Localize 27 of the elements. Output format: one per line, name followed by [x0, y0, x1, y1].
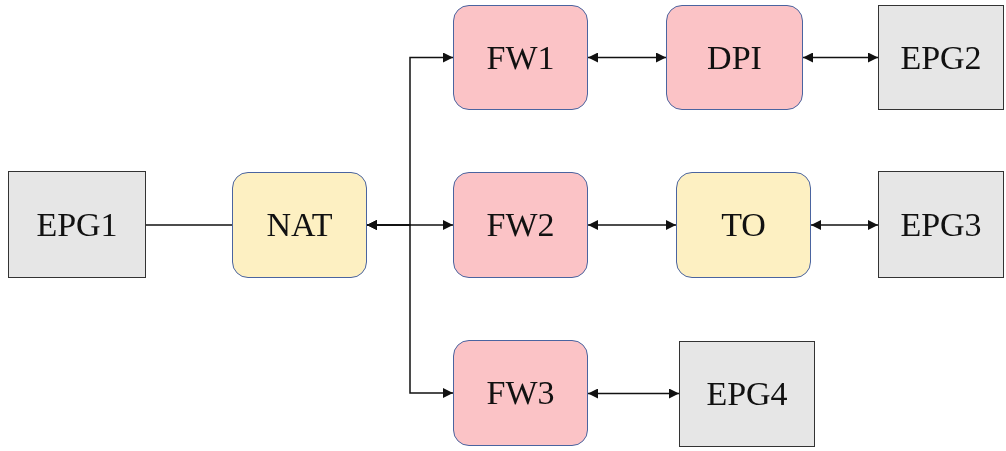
- arrow: [587, 52, 667, 63]
- arrow: [810, 220, 879, 230]
- service-box: [666, 5, 803, 110]
- node-label: FW2: [486, 206, 555, 244]
- node-label: EPG4: [706, 375, 788, 413]
- node-label: FW1: [486, 38, 555, 77]
- service-box: [453, 5, 588, 110]
- arrow: [366, 220, 454, 398]
- arrow: [587, 388, 680, 399]
- service-box: [453, 172, 588, 278]
- service-box: [676, 172, 811, 278]
- node-label: FW3: [486, 374, 555, 412]
- service-box: [453, 340, 588, 446]
- endpoint-group-box: [8, 171, 146, 278]
- service-box: [232, 172, 367, 278]
- node-label: TO: [721, 206, 766, 244]
- arrow: [587, 220, 677, 230]
- connector-line: [145, 224, 233, 226]
- node-label: EPG2: [900, 38, 982, 77]
- endpoint-group-box: [878, 171, 1004, 278]
- endpoint-group-box: [679, 341, 815, 447]
- arrow: [802, 52, 879, 63]
- node-label: NAT: [266, 206, 333, 244]
- node-label: DPI: [707, 38, 762, 77]
- endpoint-group-box: [878, 5, 1004, 110]
- node-label: EPG3: [900, 205, 982, 244]
- node-label: EPG1: [36, 205, 118, 244]
